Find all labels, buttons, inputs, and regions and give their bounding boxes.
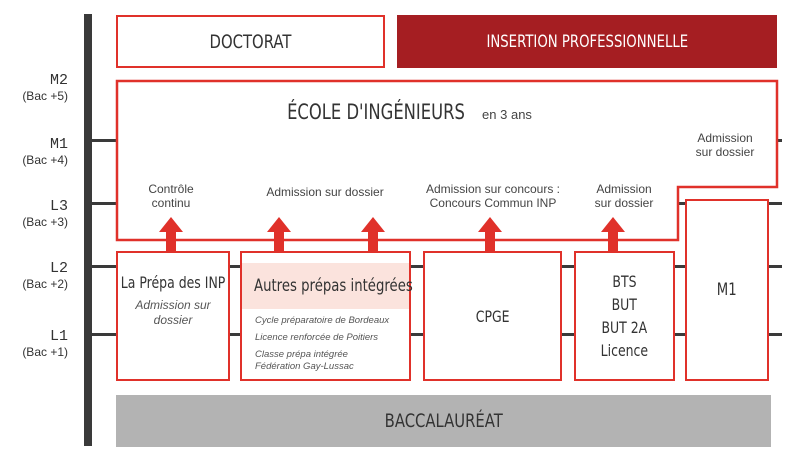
arrow-up-icon (478, 217, 502, 252)
cpge-label: CPGE (475, 306, 510, 326)
level-code: M2 (49, 72, 68, 89)
level-code: L2 (49, 260, 68, 277)
label-line: Concours Commun INP (429, 196, 557, 210)
level-m1: M1(Bac +4) (0, 136, 68, 167)
label-line: Contrôle (148, 182, 194, 196)
level-l2: L2(Bac +2) (0, 260, 68, 291)
m1-box: M1 (685, 199, 769, 381)
autres-prepas-list: Cycle préparatoire de Bordeaux Licence r… (242, 309, 409, 373)
list-item: Cycle préparatoire de Bordeaux (255, 315, 390, 326)
admission-dossier-autres: Admission sur dossier (266, 185, 384, 199)
level-code: L3 (49, 198, 68, 215)
list-item: Fédération Gay-Lussac (255, 361, 354, 372)
ecole-duration: en 3 ans (482, 107, 532, 122)
licence-label: Licence (600, 341, 649, 360)
level-l3: L3(Bac +3) (0, 198, 68, 229)
autres-prepas-header: Autres prépas intégrées (242, 263, 413, 309)
but2a-label: BUT 2A (601, 318, 648, 337)
label-line: Admission sur concours : (425, 182, 561, 196)
label-line: continu (151, 196, 191, 210)
baccalaureat-box: BACCALAURÉAT (116, 395, 771, 447)
label-line: sur dossier (594, 196, 654, 210)
admission-concours: Admission sur concours :Concours Commun … (418, 182, 568, 210)
level-m2: M2(Bac +5) (0, 72, 68, 103)
arrow-up-icon (267, 217, 291, 252)
label-line: Admission (596, 182, 652, 196)
level-bac: (Bac +2) (22, 277, 68, 291)
bts-box: BTS BUT BUT 2A Licence (574, 251, 675, 381)
level-bac: (Bac +1) (22, 345, 68, 359)
autres-prepas-title: Autres prépas intégrées (254, 276, 413, 296)
but-label: BUT (611, 295, 638, 314)
doctorat-label: DOCTORAT (209, 30, 292, 53)
label-line: dossier (153, 313, 193, 327)
insertion-label: INSERTION PROFESSIONNELLE (486, 31, 688, 52)
autres-prepas-box: Autres prépas intégrées Cycle préparatoi… (240, 251, 413, 381)
doctorat-box: DOCTORAT (116, 15, 385, 68)
label-line: Admission sur (135, 298, 211, 312)
baccalaureat-label: BACCALAURÉAT (384, 410, 503, 432)
bts-label: BTS (612, 272, 637, 291)
ecole-name: ÉCOLE D'INGÉNIEURS (287, 100, 465, 124)
label-line: Admission (697, 131, 753, 145)
label-line: sur dossier (695, 145, 755, 159)
prepa-inp-title: La Prépa des INP (120, 273, 226, 292)
level-bac: (Bac +5) (22, 89, 68, 103)
level-axis (84, 14, 92, 446)
list-item: Licence renforcée de Poitiers (255, 332, 379, 343)
insertion-box: INSERTION PROFESSIONNELLE (397, 15, 777, 68)
level-code: L1 (49, 328, 68, 345)
arrow-up-icon (361, 217, 385, 252)
level-code: M1 (49, 136, 68, 153)
list-item: Classe prépa intégrée (255, 349, 348, 360)
cpge-box: CPGE (423, 251, 562, 381)
arrow-up-icon (159, 217, 183, 252)
ecole-title: ÉCOLE D'INGÉNIEURS en 3 ans (117, 100, 677, 124)
level-bac: (Bac +4) (22, 153, 68, 167)
arrow-up-icon (601, 217, 625, 252)
level-bac: (Bac +3) (22, 215, 68, 229)
m1-label: M1 (717, 280, 737, 300)
level-l1: L1(Bac +1) (0, 328, 68, 359)
